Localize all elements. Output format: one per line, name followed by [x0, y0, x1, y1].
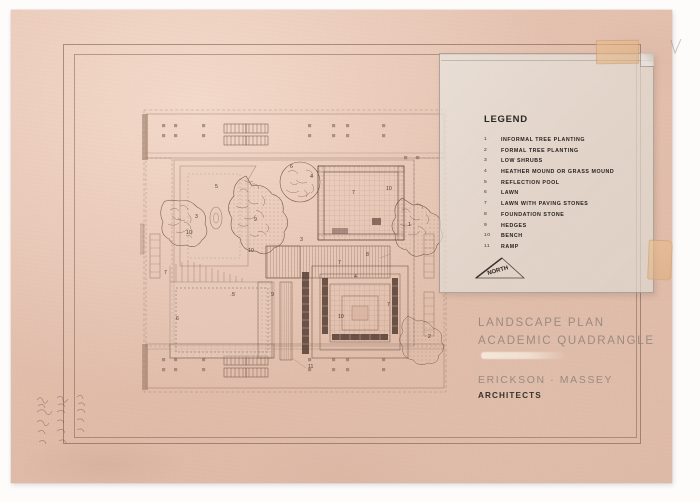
legend-item: 7 LAWN WITH PAVING STONES [484, 201, 649, 208]
plan-callout: 5 [215, 184, 218, 190]
legend-item-label: FORMAL TREE PLANTING [501, 147, 579, 154]
drawing-title-line-2: ACADEMIC QUADRANGLE [478, 334, 655, 347]
legend-item: 9 HEDGES [484, 222, 649, 229]
legend-item-number: 6 [484, 190, 488, 196]
legend-item: 1 INFORMAL TREE PLANTING [484, 137, 649, 143]
plan-callout: 10 [386, 186, 392, 192]
plan-callout: 4 [354, 274, 357, 280]
legend-item-number: 10 [484, 233, 491, 239]
plan-callout: 7 [387, 302, 390, 308]
legend-item-label: INFORMAL TREE PLANTING [501, 137, 586, 143]
plan-callout: 7 [164, 270, 167, 276]
firm-name: ERICKSON · MASSEY [478, 373, 614, 386]
drawing-title-line-1: LANDSCAPE PLAN [478, 317, 605, 329]
erased-text-mark [481, 352, 567, 359]
plan-callout: 8 [366, 252, 369, 258]
legend-item-label: REFLECTION POOL [501, 179, 560, 186]
plan-callout: 2 [428, 334, 431, 340]
legend-item-list: 1 INFORMAL TREE PLANTING 2 FORMAL TREE PLAN… [484, 137, 649, 250]
legend-item-label: LAWN [501, 190, 519, 197]
firm-role: ARCHITECTS [478, 390, 542, 400]
plan-callout: 10 [338, 314, 344, 320]
legend-item: 11 RAMP [484, 243, 649, 250]
legend-item-label: HEATHER MOUND OR GRASS MOUND [501, 169, 615, 176]
legend-item-number: 8 [484, 211, 488, 217]
legend-item: 6 LAWN [484, 190, 649, 197]
north-arrow: NORTH [472, 254, 532, 284]
legend-item: 2 FORMAL TREE PLANTING [484, 147, 649, 154]
tape-right [647, 239, 673, 281]
legend-item: 4 HEATHER MOUND OR GRASS MOUND [484, 169, 649, 176]
legend-block: LEGEND 1 INFORMAL TREE PLANTING 2 FORMAL TR… [484, 114, 649, 256]
plan-callout: 10 [186, 230, 192, 236]
plan-callout: 3 [195, 214, 198, 220]
legend-item-number: 9 [484, 222, 488, 228]
plan-callout: 5 [232, 292, 235, 298]
plan-callout: 6 [290, 164, 293, 170]
legend-item-label: LAWN WITH PAVING STONES [501, 201, 589, 208]
legend-item: 8 FOUNDATION STONE [484, 211, 649, 218]
plan-callout: 1 [408, 222, 411, 228]
legend-item-label: FOUNDATION STONE [501, 211, 565, 218]
legend-item-number: 7 [484, 201, 488, 207]
pencil-check-mark [668, 38, 684, 56]
overlay-edge-line [441, 60, 652, 61]
legend-item-number: 11 [484, 243, 491, 249]
legend-item-number: 2 [484, 147, 488, 153]
legend-item: 10 BENCH [484, 233, 649, 240]
legend-item: 3 LOW SHRUBS [484, 158, 649, 165]
legend-item-label: RAMP [501, 243, 519, 250]
plan-callout: 3 [300, 237, 303, 243]
legend-item: 5 REFLECTION POOL [484, 179, 649, 186]
plan-callout: 10 [248, 248, 254, 254]
plan-callout: 9 [271, 292, 274, 298]
plan-callout: 7 [338, 260, 341, 266]
overlay-vellum-sheet: LEGEND 1 INFORMAL TREE PLANTING 2 FORMAL TR… [439, 39, 673, 293]
legend-item-number: 5 [484, 179, 488, 185]
plan-callout: 9 [254, 217, 257, 223]
legend-item-number: 1 [484, 137, 488, 142]
tape-top [595, 39, 640, 65]
plan-callout: 6 [176, 316, 179, 322]
plan-callout: 4 [310, 174, 313, 180]
margin-handwritten-notes [35, 392, 101, 448]
legend-item-label: HEDGES [501, 222, 527, 229]
title-block: LANDSCAPE PLAN ACADEMIC QUADRANGLE ERICK… [478, 315, 663, 400]
legend-item-number: 4 [484, 169, 488, 175]
plan-callout: 7 [352, 190, 355, 196]
plan-callout: 11 [308, 364, 313, 370]
north-arrow-label: NORTH [487, 265, 509, 277]
legend-title: LEGEND [484, 114, 528, 125]
legend-item-label: BENCH [501, 233, 523, 240]
overlay-corner-fold [640, 53, 654, 67]
legend-item-label: LOW SHRUBS [501, 158, 543, 165]
legend-item-number: 3 [484, 158, 488, 164]
